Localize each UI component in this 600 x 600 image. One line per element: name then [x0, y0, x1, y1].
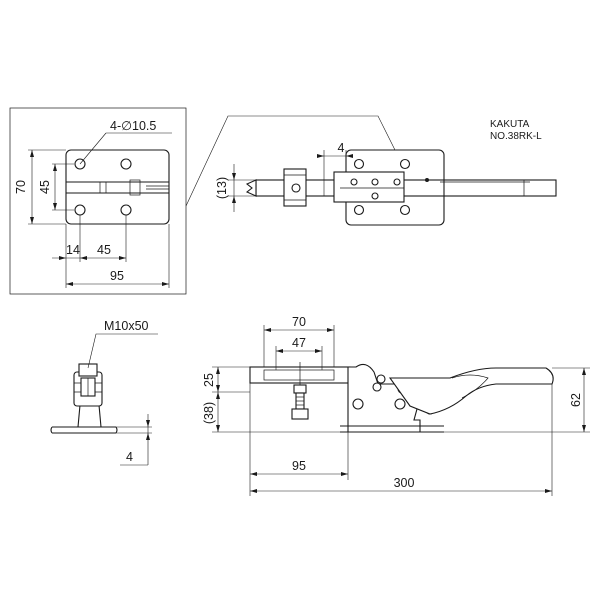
link-pin-3	[393, 178, 401, 186]
dim13-arrow-top	[232, 173, 236, 180]
dim45-arrow-bot	[53, 203, 57, 210]
mount-hole-tl	[74, 158, 86, 170]
dim47-arrow-r	[315, 349, 322, 353]
side-clamp-body	[347, 363, 421, 433]
dim62-arrow-top	[582, 368, 586, 375]
dim4b-arrow-top	[146, 420, 150, 427]
detail-frame	[9, 107, 187, 295]
dim70-arrow-bot	[30, 217, 34, 224]
dim4-arrow-r	[346, 154, 353, 158]
dim70b-arrow-r	[327, 328, 334, 332]
end-head	[78, 363, 98, 377]
dim-70-label: 70	[14, 180, 28, 194]
dim47-arrow-l	[276, 349, 283, 353]
dim-62-label: 62	[569, 393, 583, 407]
top-hole-tr	[399, 158, 411, 170]
dim14-arrow-r	[80, 256, 87, 260]
detail-leader-line	[185, 115, 396, 207]
dim95-arrow-l	[66, 282, 73, 286]
dim45-arrow-top	[53, 164, 57, 171]
detail-view: 4-∅10.5 70 45 14 45 95	[9, 107, 396, 295]
dim-95-label: 95	[110, 269, 124, 283]
mount-hole-bl	[74, 204, 86, 216]
dim95-arrow-r	[162, 282, 169, 286]
dim62-arrow-bot	[582, 425, 586, 432]
dim-4-end-label: 4	[126, 450, 133, 464]
link-pin-2	[371, 178, 379, 186]
dim25-arrow-top	[216, 367, 220, 374]
side-view: 70 47 25 (38) 62 95	[202, 315, 590, 496]
dim-300-label: 300	[394, 476, 415, 490]
dim-25-label: 25	[202, 373, 216, 387]
top-hole-tl	[353, 158, 365, 170]
dim-38-label: (38)	[202, 402, 216, 424]
mount-hole-br	[120, 204, 132, 216]
side-bolt-nut	[293, 384, 307, 394]
model-label: NO.38RK-L	[490, 131, 542, 142]
mount-hole-tr	[120, 158, 132, 170]
dim13-arrow-bot	[232, 196, 236, 203]
end-base-right	[115, 426, 118, 434]
top-view: 4 (13)	[215, 141, 557, 226]
dim95b-arrow-r	[341, 472, 348, 476]
top-spindle-hole	[291, 183, 301, 193]
dim-45-h-label: 45	[97, 243, 111, 257]
dim70b-arrow-l	[264, 328, 271, 332]
side-pivot-2	[394, 398, 406, 410]
side-pivot-1	[352, 398, 364, 410]
link-pin-1	[350, 178, 358, 186]
dim95b-arrow-l	[250, 472, 257, 476]
handle-dot	[425, 178, 429, 182]
dim-95-side-label: 95	[292, 459, 306, 473]
side-bolt-head	[291, 408, 309, 420]
dim-4-top-label: 4	[338, 141, 345, 155]
end-base-left	[50, 426, 53, 434]
side-pivot-4	[376, 374, 386, 384]
bolt-spec-leader	[87, 333, 158, 369]
dim-47-label: 47	[292, 336, 306, 350]
dim300-arrow-l	[250, 489, 257, 493]
base-plate	[65, 149, 170, 225]
hole-spec-leader	[79, 132, 107, 165]
hole-spec-label: 4-∅10.5	[110, 119, 156, 133]
top-linkage	[333, 171, 405, 203]
top-hole-bl	[353, 204, 365, 216]
dim45-arrow-r	[119, 256, 126, 260]
top-tip	[245, 179, 257, 197]
dim4b-arrow-bot	[146, 433, 150, 440]
maker-label: KAKUTA	[490, 119, 530, 130]
bolt-spec-label: M10x50	[104, 319, 149, 333]
dim25-arrow-bot	[216, 385, 220, 392]
end-view: M10x50 4	[50, 319, 158, 466]
dim38-arrow-bot	[216, 425, 220, 432]
slot-block	[129, 179, 141, 196]
link-pin-4	[371, 192, 379, 200]
dim-70-side-label: 70	[292, 315, 306, 329]
dim38-arrow-top	[216, 392, 220, 399]
dim-13-label: (13)	[215, 177, 229, 199]
top-hole-br	[399, 204, 411, 216]
dim300-arrow-r	[545, 489, 552, 493]
dim4-arrow-l	[317, 154, 324, 158]
side-handle	[388, 367, 554, 415]
dim70-arrow-top	[30, 150, 34, 157]
dim-45-v-label: 45	[38, 180, 52, 194]
dim14-arrow-l	[59, 256, 66, 260]
side-pivot-3	[372, 382, 382, 392]
side-handle-grip	[451, 374, 489, 399]
side-bar-slot	[263, 369, 335, 381]
dim-14-label: 14	[66, 243, 80, 257]
end-legs	[77, 404, 102, 428]
